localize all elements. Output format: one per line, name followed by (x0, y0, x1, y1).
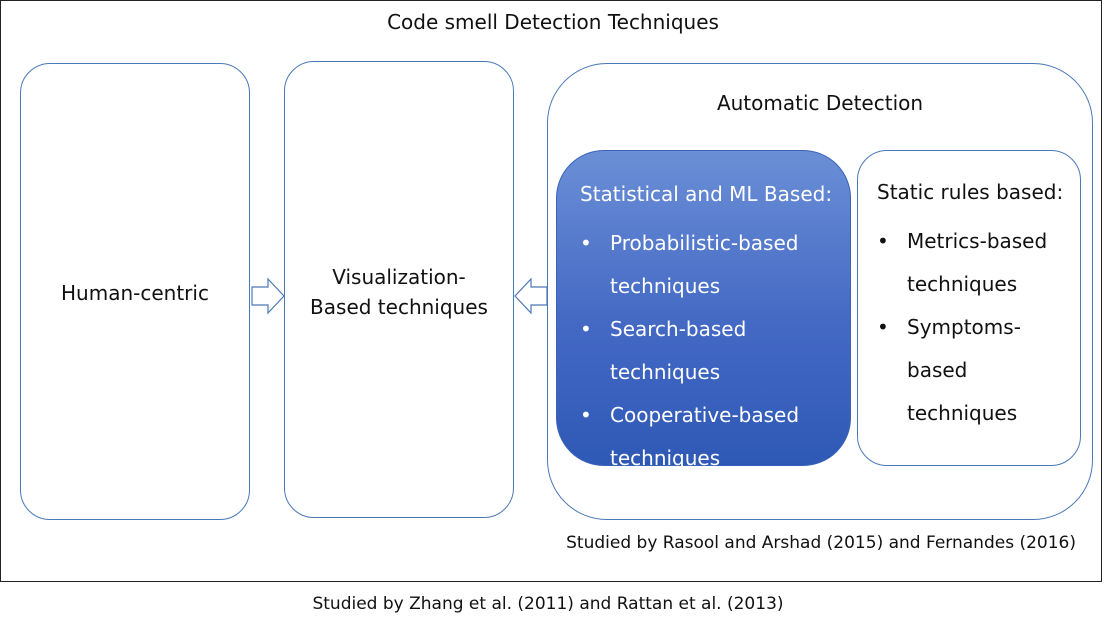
static-rules-heading: Static rules based: (877, 180, 1064, 204)
overall-studies-caption: Studied by Zhang et al. (2011) and Ratta… (312, 594, 784, 614)
automatic-studies-caption: Studied by Rasool and Arshad (2015) and … (566, 533, 1076, 553)
diagram-title: Code smell Detection Techniques (387, 10, 719, 34)
diagram-frame (0, 0, 1102, 582)
arrow-right-icon (251, 277, 285, 315)
statistical-ml-heading: Statistical and ML Based: (580, 182, 833, 206)
visualization-box (284, 61, 514, 518)
arrow-left-icon (514, 277, 548, 315)
automatic-detection-label: Automatic Detection (716, 91, 924, 115)
statistical-ml-content: Statistical and ML Based: Probabilistic-… (580, 178, 850, 480)
visualization-label: Visualization-Based techniques (310, 265, 488, 319)
human-centric-box (20, 63, 250, 520)
static-rules-content: Static rules based: Metrics-basedtechniq… (877, 176, 1077, 435)
human-centric-label: Human-centric (61, 281, 209, 305)
